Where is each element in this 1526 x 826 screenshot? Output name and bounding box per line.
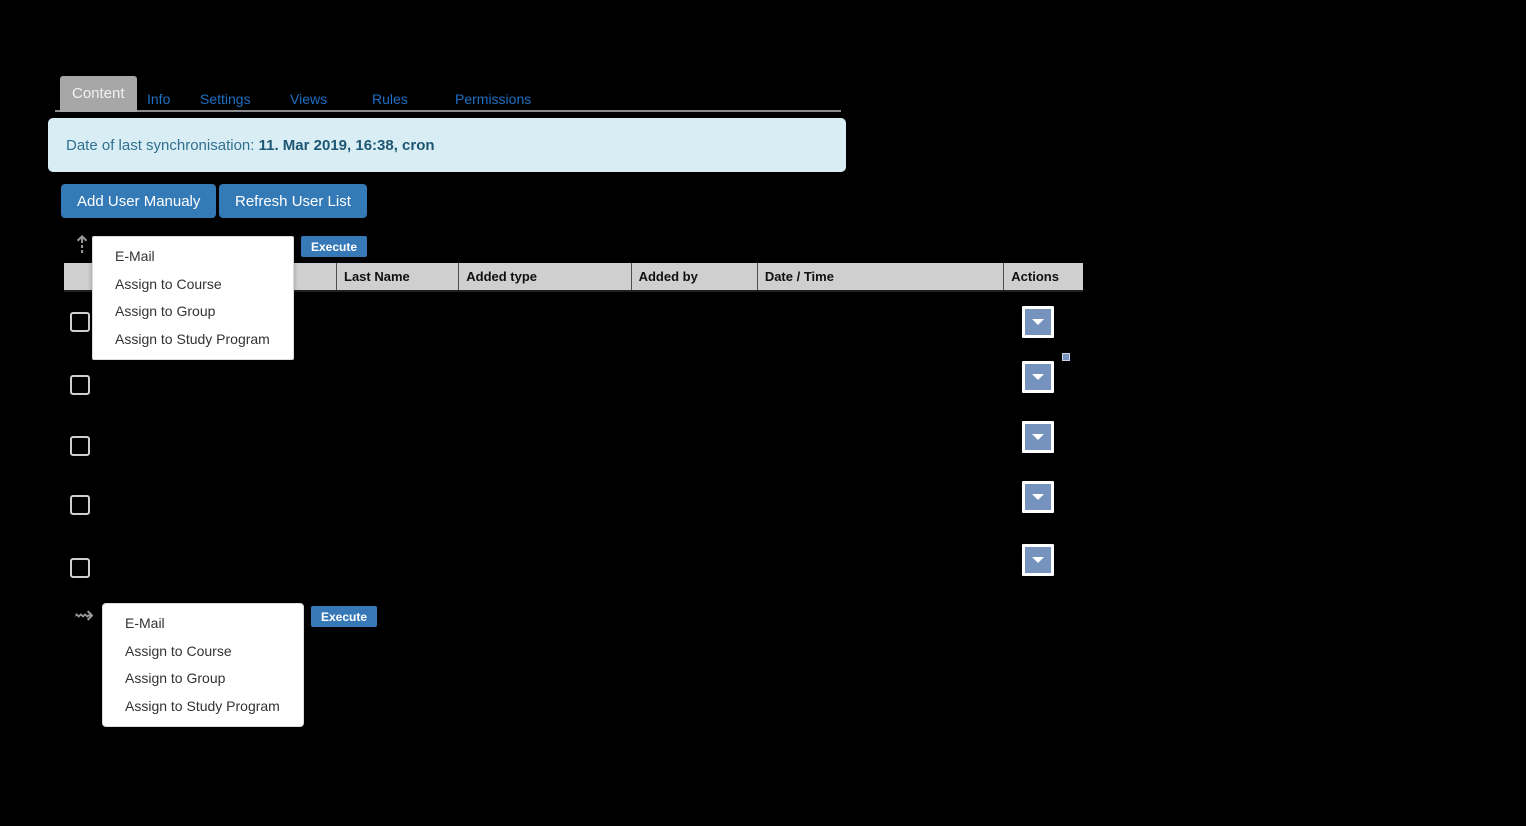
bulk-action-arrow-up-right-icon: ⇡ <box>72 232 93 259</box>
row-actions-dropdown-button[interactable] <box>1022 544 1054 576</box>
cell-firstname <box>240 412 336 472</box>
sync-info-bar: Date of last synchronisation: 11. Mar 20… <box>48 118 846 172</box>
cell-lastname <box>337 532 459 592</box>
chevron-down-icon <box>1032 319 1044 325</box>
cell-firstname <box>240 532 336 592</box>
tab-permissions[interactable]: Permissions <box>455 91 532 107</box>
menu-item-assign-to-study-program[interactable]: Assign to Study Program <box>125 697 280 714</box>
tab-views[interactable]: Views <box>290 91 328 107</box>
row-select-checkbox[interactable] <box>70 495 90 515</box>
cell-username <box>134 412 240 472</box>
chevron-down-icon <box>1032 557 1044 563</box>
cell-addedtype <box>459 532 631 592</box>
tab-rules[interactable]: Rules <box>372 91 408 107</box>
sync-info-label: Date of last synchronisation: <box>66 137 255 154</box>
cell-lastname <box>337 291 459 352</box>
cell-datetime <box>757 472 1003 532</box>
col-header-actions: Actions <box>1003 263 1083 292</box>
row-select-checkbox[interactable] <box>70 312 90 332</box>
cell-addedtype <box>459 352 631 412</box>
chevron-down-icon <box>1032 494 1044 500</box>
cell-addedby <box>631 412 757 472</box>
menu-item-assign-to-study-program[interactable]: Assign to Study Program <box>115 330 270 347</box>
menu-item-assign-to-group[interactable]: Assign to Group <box>125 670 226 686</box>
chevron-down-icon <box>1032 434 1044 440</box>
cell-avatar <box>96 352 134 412</box>
cell-lastname <box>337 472 459 532</box>
tab-info[interactable]: Info <box>147 91 171 107</box>
cell-addedby <box>631 352 757 412</box>
row-select-checkbox[interactable] <box>70 375 90 395</box>
bulk-action-menu-top: E-Mail Assign to Course Assign to Group … <box>92 236 294 360</box>
cell-datetime <box>757 532 1003 592</box>
menu-item-email[interactable]: E-Mail <box>125 615 165 631</box>
refresh-user-list-button[interactable]: Refresh User List <box>219 184 367 218</box>
col-header-addedby: Added by <box>631 263 758 292</box>
cell-lastname <box>337 352 459 412</box>
cell-addedby <box>631 291 757 352</box>
table-row <box>64 532 1083 592</box>
table-row <box>64 352 1083 412</box>
cell-addedby <box>631 532 757 592</box>
bulk-action-arrow-down-right-icon: ⇝ <box>74 602 95 629</box>
row-select-checkbox[interactable] <box>70 436 90 456</box>
cell-addedtype <box>459 412 631 472</box>
cell-firstname <box>240 472 336 532</box>
cell-username <box>134 532 240 592</box>
cell-datetime <box>757 412 1003 472</box>
execute-button-top[interactable]: Execute <box>301 236 367 257</box>
menu-item-email[interactable]: E-Mail <box>115 248 155 264</box>
row-actions-dropdown-button[interactable] <box>1022 361 1054 393</box>
cell-avatar <box>96 472 134 532</box>
cell-firstname <box>240 352 336 412</box>
cell-datetime <box>757 291 1003 352</box>
execute-button-bottom[interactable]: Execute <box>311 606 377 627</box>
cell-addedby <box>631 472 757 532</box>
cell-avatar <box>96 532 134 592</box>
col-header-select <box>64 263 97 292</box>
row-select-checkbox[interactable] <box>70 558 90 578</box>
menu-item-assign-to-group[interactable]: Assign to Group <box>115 303 216 319</box>
tab-settings[interactable]: Settings <box>200 91 251 107</box>
tab-content[interactable]: Content <box>60 76 137 112</box>
col-header-addedtype: Added type <box>458 263 632 292</box>
bulk-action-menu-bottom: E-Mail Assign to Course Assign to Group … <box>102 603 304 727</box>
stray-widget-artifact[interactable] <box>1062 353 1070 361</box>
tab-bar: Content Info Settings Views Rules Permis… <box>55 76 841 112</box>
menu-item-assign-to-course[interactable]: Assign to Course <box>125 642 232 659</box>
menu-item-assign-to-course[interactable]: Assign to Course <box>115 275 222 292</box>
table-row <box>64 472 1083 532</box>
table-row <box>64 412 1083 472</box>
tab-bar-divider <box>55 110 841 112</box>
col-header-lastname: Last Name <box>336 263 460 292</box>
cell-username <box>134 472 240 532</box>
cell-lastname <box>337 412 459 472</box>
sync-info-text: Date of last synchronisation: 11. Mar 20… <box>66 137 435 154</box>
cell-addedtype <box>459 291 631 352</box>
cell-avatar <box>96 412 134 472</box>
row-actions-dropdown-button[interactable] <box>1022 421 1054 453</box>
cell-addedtype <box>459 472 631 532</box>
cell-datetime <box>757 352 1003 412</box>
row-actions-dropdown-button[interactable] <box>1022 481 1054 513</box>
sync-info-value: 11. Mar 2019, 16:38, cron <box>258 137 435 154</box>
cell-username <box>134 352 240 412</box>
col-header-datetime: Date / Time <box>757 263 1005 292</box>
add-user-button[interactable]: Add User Manualy <box>61 184 217 218</box>
chevron-down-icon <box>1032 374 1044 380</box>
row-actions-dropdown-button[interactable] <box>1022 306 1054 338</box>
